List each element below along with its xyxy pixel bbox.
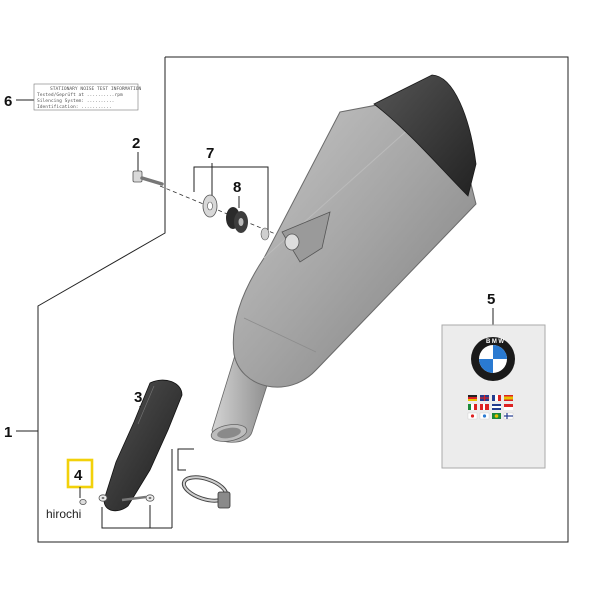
owners-manual-booklet: BMW	[441, 324, 546, 469]
noise-test-label-plate: STATIONARY NOISE TEST INFORMATION Tested…	[33, 83, 142, 111]
bmw-logo-letters: BMW	[486, 339, 506, 345]
callout-5: 5	[487, 291, 495, 308]
assembly-frame	[37, 56, 569, 543]
callout-8: 8	[233, 179, 241, 196]
watermark-text: hirochi	[46, 507, 81, 521]
heat-shield-part	[103, 379, 183, 512]
callout-6: 6	[4, 93, 12, 110]
label-line-1: STATIONARY NOISE TEST INFORMATION	[50, 86, 142, 92]
label-line-2: Tested/Geprüft at ..........rpm	[37, 92, 123, 98]
small-washer-part	[79, 498, 87, 505]
callout-3: 3	[134, 389, 142, 406]
language-flags-icon	[467, 395, 514, 420]
label-line-3: Silencing System: ..........	[37, 98, 114, 104]
bolt-part	[132, 170, 164, 186]
washer-part	[202, 194, 218, 218]
callout-1: 1	[4, 424, 12, 441]
callout-4: 4	[74, 467, 83, 484]
assembly-axis	[159, 185, 291, 241]
callout-7-bracket	[193, 166, 269, 232]
shield-screw-left	[98, 494, 108, 502]
clamp-bracket-line	[177, 448, 194, 471]
label-line-4: Identification: ...........	[37, 104, 112, 110]
pipe-clamp-part	[181, 475, 231, 509]
rubber-grommet-part	[226, 207, 248, 233]
callout-2: 2	[132, 135, 140, 152]
callout-7: 7	[206, 145, 214, 162]
sleeve-part	[260, 227, 270, 241]
muffler-silencer	[210, 74, 477, 443]
bmw-logo-icon: BMW	[471, 337, 515, 381]
shield-screw-right	[121, 494, 155, 502]
